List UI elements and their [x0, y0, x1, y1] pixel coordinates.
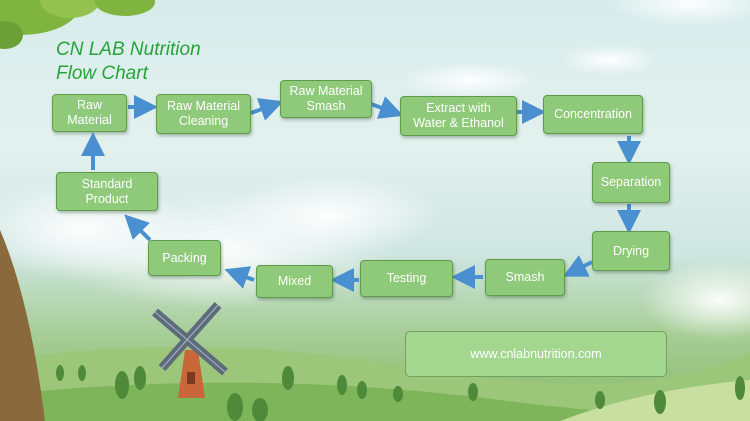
cloud [400, 62, 540, 98]
node-separation: Separation [592, 162, 670, 203]
arrow-smash-to-extract [370, 96, 404, 119]
node-raw-material-cleaning: Raw Material Cleaning [156, 94, 251, 134]
node-label: Packing [162, 250, 207, 265]
website-link[interactable]: www.cnlabnutrition.com [405, 331, 667, 377]
node-testing: Testing [360, 260, 453, 297]
windmill [152, 302, 228, 398]
cloud [560, 44, 660, 76]
node-concentration: Concentration [543, 95, 643, 134]
node-packing: Packing [148, 240, 221, 276]
tree-trunk [0, 230, 45, 421]
node-label: Raw Material Cleaning [167, 99, 240, 128]
node-label: Drying [612, 243, 650, 258]
title-line-2: Flow Chart [56, 63, 148, 84]
arrow-mixed-to-packing [224, 266, 255, 289]
arrow-packing-to-product [124, 214, 152, 242]
node-label: Mixed [277, 274, 312, 288]
node-smash: Smash [485, 259, 565, 296]
node-label: Standard Product [81, 176, 133, 206]
cloud [220, 175, 440, 255]
node-raw-material: Raw Material [52, 94, 127, 132]
arrow-drying-to-smash [562, 255, 593, 277]
node-drying: Drying [592, 231, 670, 271]
chart-title: CN LAB Nutrition Flow Chart [56, 38, 201, 86]
node-raw-material-smash: Raw Material Smash [280, 80, 372, 118]
node-label: Separation [600, 175, 662, 189]
node-label: Raw Material [67, 98, 112, 127]
small-trees [56, 365, 745, 421]
node-standard-product: Standard Product [56, 172, 158, 211]
node-extract: Extract with Water & Ethanol [400, 96, 517, 136]
cloud [610, 0, 750, 26]
tree-leaves [0, 0, 155, 49]
node-label: Smash [505, 270, 545, 284]
node-label: Testing [386, 271, 427, 285]
cloud [640, 260, 750, 340]
node-label: Concentration [554, 107, 632, 121]
node-label: Raw Material Smash [289, 84, 363, 113]
title-line-1: CN LAB Nutrition [56, 39, 201, 60]
arrow-cleaning-to-smash [250, 98, 284, 121]
node-mixed: Mixed [256, 265, 333, 298]
node-label: Extract with Water & Ethanol [413, 101, 504, 130]
